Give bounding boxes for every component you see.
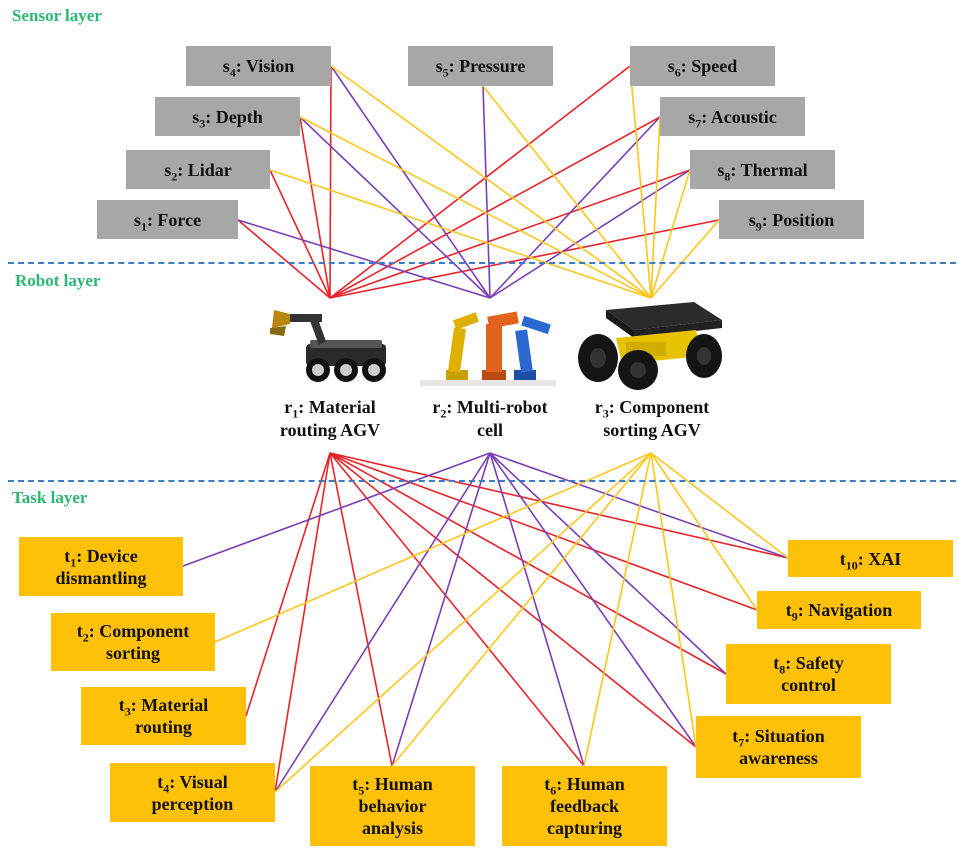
link-r1-t3 <box>245 452 331 717</box>
sensor-s9: s9: Position <box>719 200 864 239</box>
link-r1-s1 <box>237 219 331 299</box>
task-layer-title: Task layer <box>12 488 88 507</box>
sensor-s2: s2: Lidar <box>126 150 270 189</box>
robot-layer-title: Robot layer <box>15 271 101 290</box>
link-r2-s8 <box>489 169 691 299</box>
sensor-s7: s7: Acoustic <box>660 97 805 136</box>
link-r1-t9 <box>329 452 758 611</box>
sensor-s6: s6: Speed <box>630 46 775 86</box>
link-r1-t4 <box>274 452 331 793</box>
robot-task-divider <box>8 480 956 482</box>
robot-r2-label: r2: Multi-robot cell <box>432 397 548 440</box>
link-r3-t5 <box>391 452 652 767</box>
link-r3-t9 <box>650 452 758 611</box>
link-r1-t6 <box>329 452 585 767</box>
link-r2-t1 <box>182 452 491 567</box>
task-t10: t10: XAI <box>788 540 953 577</box>
material-routing-agv-image <box>270 310 386 382</box>
link-r1-s8 <box>329 169 691 299</box>
link-r3-t7 <box>650 452 697 748</box>
link-r1-t5 <box>329 452 393 767</box>
robot-r1-label: r1: Material routing AGV <box>279 397 381 440</box>
link-r3-s7 <box>650 116 661 299</box>
link-r2-t5 <box>391 452 491 767</box>
link-r2-s1 <box>237 219 491 299</box>
sensor-s1: s1: Force <box>97 200 238 239</box>
link-r2-t4 <box>274 452 491 793</box>
link-r3-s2 <box>269 169 652 299</box>
link-r3-t10 <box>650 452 789 559</box>
link-r2-t8 <box>489 452 727 675</box>
link-r1-s2 <box>269 169 331 299</box>
link-r2-s3 <box>299 116 491 299</box>
link-r2-t7 <box>489 452 697 748</box>
link-r1-s4 <box>329 65 332 299</box>
sensor-robot-divider <box>8 262 956 264</box>
task-t9: t9: Navigation <box>757 591 921 629</box>
sensor-s4: s4: Vision <box>186 46 331 86</box>
link-r1-s3 <box>299 116 331 299</box>
robot-r3-label: r3: Component sorting AGV <box>594 397 710 440</box>
link-r3-s6 <box>629 65 652 299</box>
sensor-s3: s3: Depth <box>155 97 300 136</box>
link-r3-s9 <box>650 219 720 299</box>
link-r1-t7 <box>329 452 697 748</box>
link-r2-s7 <box>489 116 661 299</box>
sensor-s5: s5: Pressure <box>408 46 553 86</box>
link-r1-s6 <box>329 65 631 299</box>
link-r3-s8 <box>650 169 691 299</box>
link-r3-s3 <box>299 116 652 299</box>
link-r2-s4 <box>330 65 491 299</box>
link-r3-t4 <box>274 452 652 793</box>
sensor-layer-title: Sensor layer <box>12 6 102 25</box>
component-sorting-agv-image <box>578 302 722 390</box>
link-r2-t6 <box>489 452 585 767</box>
multi-robot-cell-image <box>420 311 556 386</box>
link-r3-s4 <box>330 65 652 299</box>
sensor-s8: s8: Thermal <box>690 150 835 189</box>
link-r3-t2 <box>214 452 652 643</box>
link-r3-t6 <box>583 452 652 767</box>
link-r1-s7 <box>329 116 661 299</box>
link-r1-t10 <box>329 452 789 559</box>
